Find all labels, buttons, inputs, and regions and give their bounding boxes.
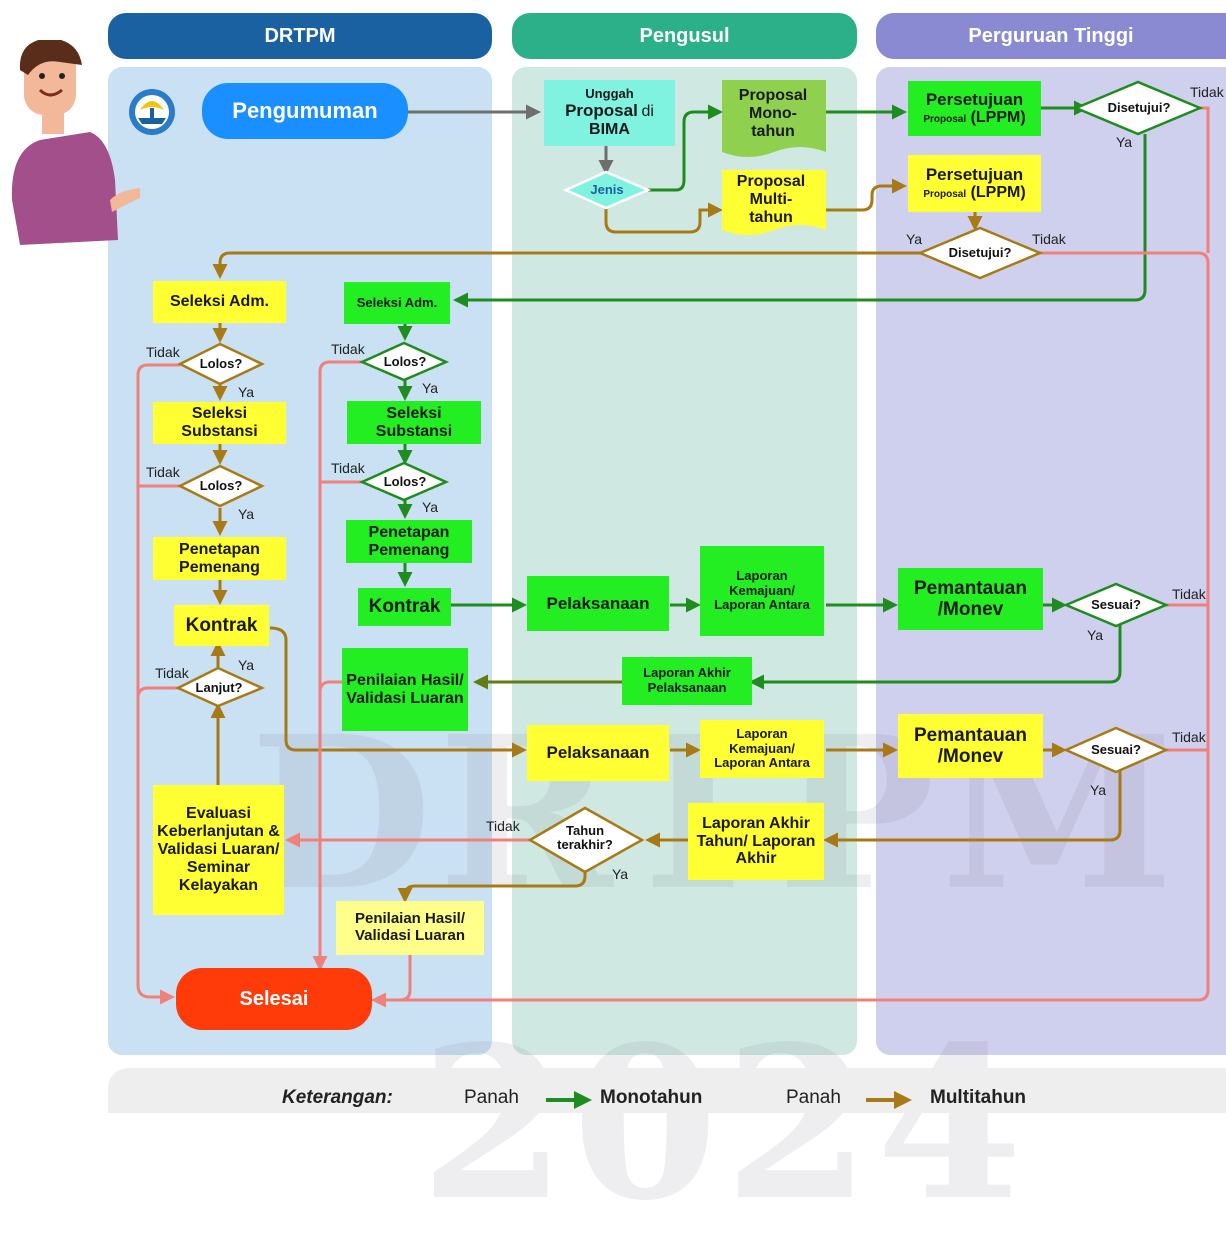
legend-monotahun: Monotahun [600, 1087, 703, 1108]
label-tidak-sesuai-mono: Tidak [1172, 586, 1206, 602]
disetujui-mono-decision: Disetujui? [1107, 99, 1171, 115]
legend-panah-multi: Panah [786, 1087, 841, 1108]
unggah-proposal-node: Unggah Proposal di BIMA [544, 80, 675, 146]
label-ya-sesuai-multi: Ya [1090, 782, 1107, 798]
penetapan-pemenang-multi-node: Penetapan Pemenang [153, 537, 286, 580]
tahun-terakhir-decision: Tahun terakhir? [557, 822, 613, 852]
lolos-adm-mono-decision: Lolos? [383, 353, 427, 369]
lolos-substansi-mono-decision: Lolos? [383, 473, 427, 489]
label-tidak-lanjut: Tidak [155, 665, 189, 681]
label-ya-lanjut: Ya [238, 657, 255, 673]
sesuai-multi-decision: Sesuai? [1091, 741, 1141, 757]
laporan-kemajuan-multi-node: Laporan Kemajuan/ Laporan Antara [700, 720, 824, 778]
proposal-monotahun-doc: Proposal Mono-tahun [738, 87, 808, 140]
unggah-line-1: Unggah [585, 85, 634, 101]
label-ya-disetujui-multi: Ya [906, 231, 923, 247]
presenter-person-illustration [11, 40, 140, 245]
penetapan-pemenang-mono-node: Penetapan Pemenang [346, 520, 472, 563]
lolos-adm-multi-decision: Lolos? [199, 355, 243, 371]
label-ya-lolos-substansi-multi: Ya [238, 506, 255, 522]
seleksi-adm-multi-node: Seleksi Adm. [153, 281, 286, 323]
label-ya-lolos-adm-multi: Ya [238, 384, 255, 400]
label-tidak-lolos-adm-multi: Tidak [146, 344, 180, 360]
label-ya-tahun-terakhir: Ya [612, 866, 629, 882]
legend-panah-mono: Panah [464, 1087, 519, 1108]
label-tidak-tahun-terakhir: Tidak [486, 818, 520, 834]
lane-header-drtpm: DRTPM [108, 13, 492, 59]
kontrak-multi-node: Kontrak [174, 605, 269, 646]
label-tidak-lolos-substansi-multi: Tidak [146, 464, 180, 480]
penilaian-hasil-multi-node: Penilaian Hasil/ Validasi Luaran [336, 901, 484, 955]
label-tidak-disetujui-multi: Tidak [1032, 231, 1066, 247]
seleksi-substansi-multi-node: Seleksi Substansi [153, 402, 286, 444]
lane-pt-bg [876, 67, 1226, 1055]
penilaian-hasil-mono-node: Penilaian Hasil/ Validasi Luaran [342, 648, 468, 731]
laporan-akhir-pelaksanaan-node: Laporan Akhir Pelaksanaan [622, 657, 752, 705]
kontrak-mono-node: Kontrak [358, 588, 451, 626]
label-ya-lolos-adm-mono: Ya [422, 380, 439, 396]
persetujuan-mono-node: Persetujuan Proposal (LPPM) [908, 81, 1041, 136]
evaluasi-keberlanjutan-node: Evaluasi Keberlanjutan & Validasi Luaran… [153, 785, 284, 915]
persetujuan-mono-title: Persetujuan [925, 90, 1024, 110]
pelaksanaan-mono-node: Pelaksanaan [527, 576, 669, 631]
unggah-proposal-word: Proposal [565, 101, 638, 121]
persetujuan-mono-lppm: (LPPM) [970, 109, 1026, 127]
label-tidak-lolos-substansi-mono: Tidak [331, 460, 365, 476]
label-tidak-lolos-adm-mono: Tidak [331, 341, 365, 357]
flow-arrows [136, 80, 1210, 1008]
unggah-di-word: di [641, 103, 654, 121]
persetujuan-mono-sub: Proposal (LPPM) [923, 109, 1025, 127]
unggah-line-2: Proposal di [565, 101, 654, 121]
persetujuan-multi-sub: Proposal (LPPM) [923, 184, 1025, 202]
lane-header-pengusul: Pengusul [512, 13, 857, 59]
unggah-line-3: BIMA [589, 121, 630, 139]
selesai-node: Selesai [176, 968, 372, 1030]
persetujuan-multi-title: Persetujuan [925, 165, 1024, 185]
lanjut-decision: Lanjut? [195, 679, 243, 695]
persetujuan-multi-proposal: Proposal [923, 189, 967, 201]
label-tidak-disetujui-mono: Tidak [1190, 84, 1224, 100]
pemantauan-monev-mono-node: Pemantauan /Monev [898, 568, 1043, 630]
legend-brown-arrow-icon [866, 1091, 912, 1109]
disetujui-multi-decision: Disetujui? [948, 244, 1012, 260]
persetujuan-multi-node: Persetujuan Proposal (LPPM) [908, 155, 1041, 212]
proposal-multitahun-doc: Proposal Multi-tahun [736, 173, 806, 226]
seleksi-adm-mono-node: Seleksi Adm. [344, 282, 450, 324]
label-ya-lolos-substansi-mono: Ya [422, 499, 439, 515]
tut-wuri-handayani-logo [129, 89, 175, 135]
pelaksanaan-multi-node: Pelaksanaan [527, 725, 669, 781]
label-tidak-sesuai-multi: Tidak [1172, 729, 1206, 745]
label-ya-sesuai-mono: Ya [1087, 627, 1104, 643]
legend-multitahun: Multitahun [930, 1087, 1027, 1108]
pengumuman-node: Pengumuman [202, 83, 408, 139]
pemantauan-monev-multi-node: Pemantauan /Monev [898, 714, 1043, 778]
legend-keterangan: Keterangan: [282, 1087, 393, 1108]
seleksi-substansi-mono-node: Seleksi Substansi [347, 401, 481, 444]
label-ya-disetujui-mono: Ya [1116, 134, 1133, 150]
legend-green-arrow-icon [546, 1091, 592, 1109]
persetujuan-multi-lppm: (LPPM) [970, 184, 1026, 202]
lolos-substansi-multi-decision: Lolos? [199, 477, 243, 493]
jenis-decision: Jenis [590, 181, 624, 197]
sesuai-mono-decision: Sesuai? [1091, 596, 1141, 612]
legend-bar [108, 1068, 1226, 1113]
persetujuan-mono-proposal: Proposal [923, 114, 967, 126]
laporan-akhir-tahun-node: Laporan Akhir Tahun/ Laporan Akhir [688, 803, 824, 880]
lane-header-perguruan-tinggi: Perguruan Tinggi [876, 13, 1226, 59]
laporan-kemajuan-mono-node: Laporan Kemajuan/ Laporan Antara [700, 546, 824, 636]
